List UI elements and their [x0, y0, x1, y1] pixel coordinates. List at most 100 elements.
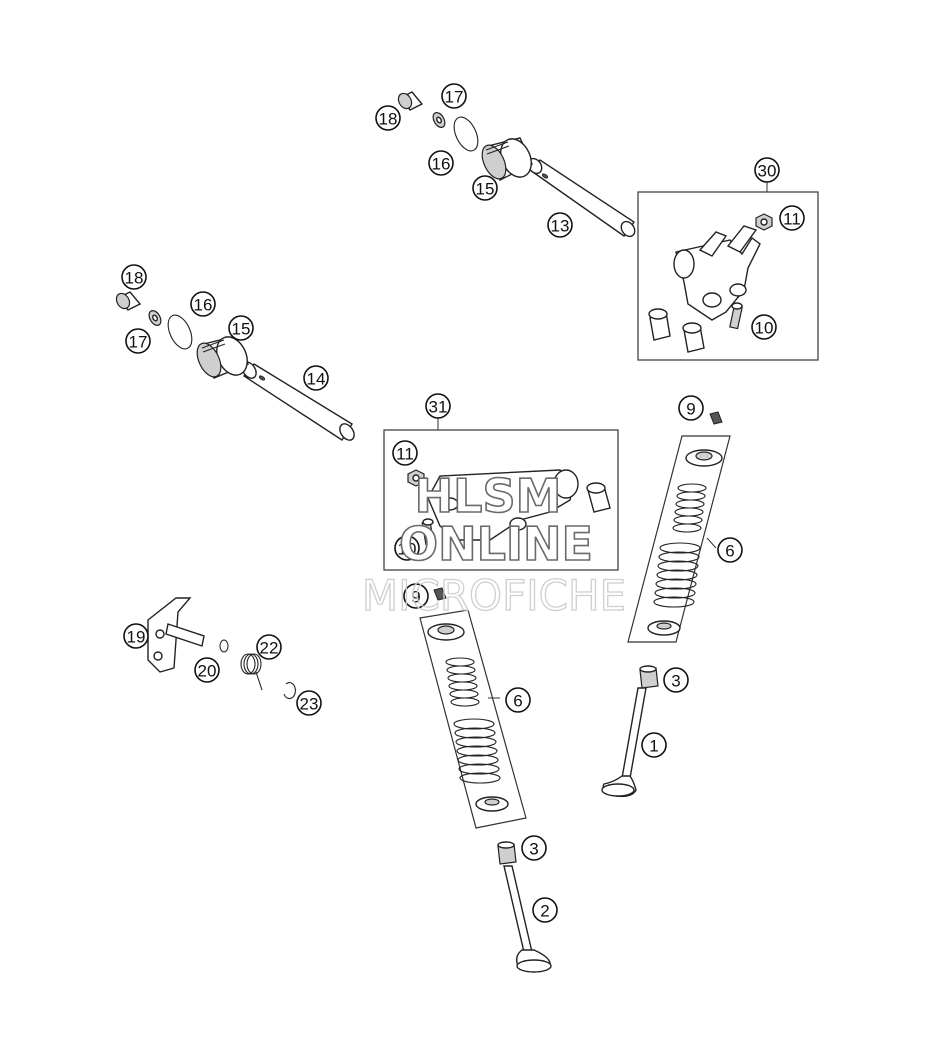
callout-number: 15: [476, 180, 495, 199]
callout-number: 9: [686, 400, 695, 419]
valve-spring-set-6-right: [647, 449, 723, 636]
washer-20: [219, 639, 229, 653]
callout-circle: [121, 264, 147, 290]
callout-3: 3: [521, 835, 547, 861]
callout-circle: [441, 83, 467, 109]
adjuster-screw-10-left: [421, 518, 435, 546]
callout-22: 22: [256, 634, 282, 660]
rocker-arm-assembly-box-31: [383, 429, 619, 571]
callout-circle: [751, 314, 777, 340]
decompressor-shaft-19: [147, 597, 205, 673]
callout-10: 10: [751, 314, 777, 340]
bushing-31: [586, 482, 611, 513]
callout-9: 9: [403, 583, 429, 609]
rocker-shaft-13: [527, 157, 636, 238]
callout-number: 15: [232, 320, 251, 339]
nut-11-top: [755, 213, 773, 231]
callout-2: 2: [532, 897, 558, 923]
callout-number: 22: [260, 639, 279, 658]
callout-number: 23: [300, 695, 319, 714]
valve-keeper-9-right: [709, 411, 723, 425]
callout-circle: [678, 395, 704, 421]
callout-9: 9: [678, 395, 704, 421]
washer-17-top: [432, 112, 446, 128]
leader-lines: [437, 180, 768, 699]
callout-3: 3: [663, 667, 689, 693]
valve-spring-box-left: [419, 609, 527, 829]
callout-circle: [547, 212, 573, 238]
callout-circle: [472, 175, 498, 201]
callout-1: 1: [641, 732, 667, 758]
shaft-plug-15-left: [196, 335, 249, 379]
watermark-line-3: MICROFICHE: [362, 571, 626, 620]
callout-20: 20: [194, 657, 220, 683]
callout-circle: [375, 105, 401, 131]
callout-19: 19: [123, 623, 149, 649]
watermark: HLSM ONLINE MICROFICHE: [361, 468, 626, 620]
bolt-18-left: [115, 291, 142, 311]
callout-circle: [190, 291, 216, 317]
callout-23: 23: [296, 690, 322, 716]
o-ring-16-top: [453, 116, 479, 152]
callout-circle: [303, 365, 329, 391]
callout-number: 19: [127, 628, 146, 647]
nut-11-left: [407, 469, 425, 487]
callout-11: 11: [779, 205, 805, 231]
valve-spring-set-6-left: [427, 623, 509, 812]
bushing-30-b: [682, 322, 705, 353]
callout-circle: [194, 657, 220, 683]
rocker-shaft-14: [241, 361, 355, 441]
callout-number: 2: [540, 902, 549, 921]
callout-circle: [428, 150, 454, 176]
washer-17-left: [148, 310, 162, 326]
callout-16: 16: [428, 150, 454, 176]
callout-17: 17: [125, 328, 151, 354]
callout-6: 6: [505, 687, 531, 713]
callout-circle: [228, 315, 254, 341]
callout-circle: [505, 687, 531, 713]
stem-seal-3-right: [639, 665, 659, 689]
callout-10: 10: [394, 535, 420, 561]
callout-16: 16: [190, 291, 216, 317]
callout-number: 3: [671, 672, 680, 691]
callout-30: 30: [754, 157, 780, 183]
watermark-line-1: HLSM: [415, 469, 562, 523]
callout-circle: [296, 690, 322, 716]
rocker-arm-30: [673, 225, 761, 321]
rocker-arm-assembly-box-30: [637, 191, 819, 361]
spring-22: [240, 653, 263, 691]
callout-circle: [392, 440, 418, 466]
stem-seal-3-left: [497, 841, 517, 865]
callout-number: 13: [551, 217, 570, 236]
callout-number: 3: [529, 840, 538, 859]
callout-circle: [641, 732, 667, 758]
callout-number: 1: [649, 737, 658, 756]
callout-number: 20: [198, 662, 217, 681]
callout-17: 17: [441, 83, 467, 109]
callout-number: 11: [783, 210, 801, 229]
callout-11: 11: [392, 440, 418, 466]
bolt-18-top: [397, 91, 424, 111]
callout-number: 16: [432, 155, 451, 174]
callout-circle: [532, 897, 558, 923]
callout-circle: [717, 537, 743, 563]
callout-number: 30: [758, 162, 777, 181]
callout-15: 15: [228, 315, 254, 341]
callout-number: 18: [125, 269, 144, 288]
valve-spring-box-right: [627, 435, 731, 643]
callout-circle: [394, 535, 420, 561]
callout-circle: [754, 157, 780, 183]
circlip-23: [283, 682, 296, 700]
watermark-line-2: ONLINE: [399, 517, 593, 571]
valve-1: [601, 687, 647, 798]
callout-circle: [123, 623, 149, 649]
shaft-plug-15-top: [481, 137, 533, 181]
callout-number: 10: [755, 319, 774, 338]
callout-number: 16: [194, 296, 213, 315]
callout-number: 9: [411, 588, 420, 607]
o-ring-16-left: [167, 314, 193, 350]
rocker-arm-31: [427, 469, 579, 541]
callout-13: 13: [547, 212, 573, 238]
callout-15: 15: [472, 175, 498, 201]
callout-number: 17: [445, 88, 464, 107]
